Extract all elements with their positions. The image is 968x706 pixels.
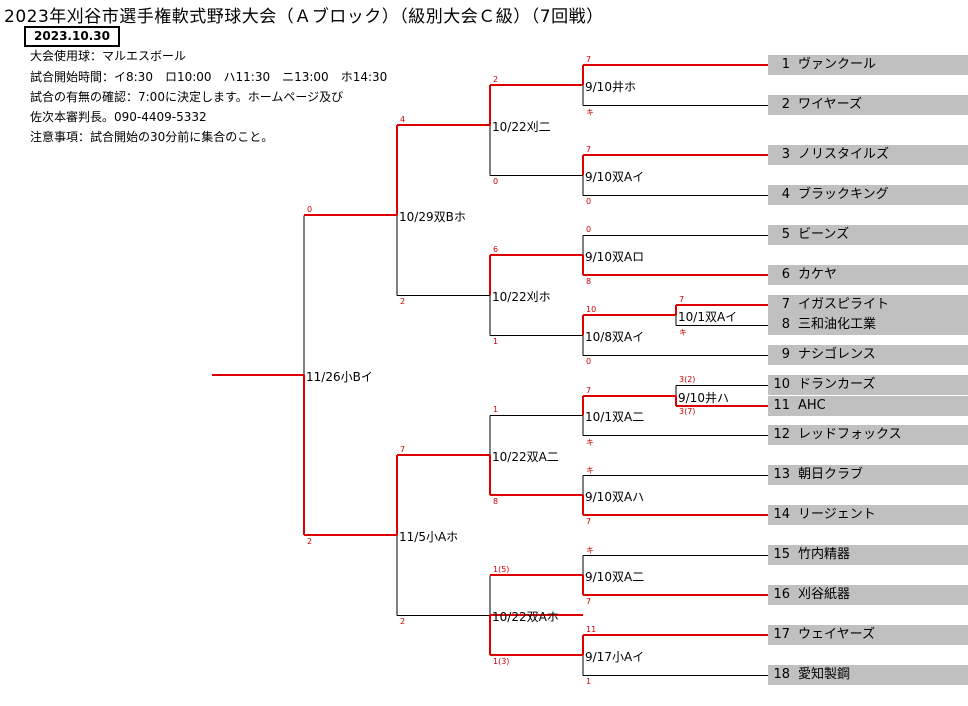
match-label: 10/22刈ホ	[492, 290, 551, 304]
match-label: 9/10井ハ	[678, 391, 729, 405]
score: 4	[400, 115, 406, 124]
score: 7	[679, 295, 685, 304]
score: 2	[307, 537, 313, 546]
info-confirmation: 試合の有無の確認：7:00に決定します。ホームページ及び	[30, 90, 344, 104]
score: 7	[586, 597, 592, 606]
score: 11	[586, 625, 597, 634]
match-label: 9/17小Aイ	[585, 650, 645, 664]
score: 7	[400, 445, 406, 454]
score: 0	[493, 177, 499, 186]
score: 1	[586, 677, 592, 686]
info-ball: 大会使用球：マルエスボール	[30, 49, 187, 63]
final-match-label: 11/26小Bイ	[306, 370, 373, 384]
match-label: 10/1双A二	[585, 410, 645, 424]
match-label: 10/29双Bホ	[399, 210, 466, 224]
date-badge: 2023.10.30	[24, 26, 120, 47]
score: 8	[586, 277, 592, 286]
match-label: 10/22双A二	[492, 450, 559, 464]
match-label: 10/22刈二	[492, 120, 551, 134]
match-label: 11/5小Aホ	[399, 530, 459, 544]
score: 7	[586, 386, 592, 395]
match-label: 10/1双Aイ	[678, 310, 738, 324]
score: キ	[586, 108, 594, 117]
score: キ	[679, 328, 687, 337]
info-notes: 注意事項：試合開始の30分前に集合のこと。	[30, 130, 274, 144]
score: 1	[493, 405, 499, 414]
score: 2	[400, 297, 406, 306]
score: 10	[586, 305, 597, 314]
page-title: 2023年刈谷市選手権軟式野球大会（Ａブロック）（級別大会Ｃ級）（7回戦）	[4, 7, 604, 27]
score: 1(5)	[493, 565, 510, 574]
score: 7	[586, 145, 592, 154]
score: 0	[586, 357, 592, 366]
score: 0	[586, 197, 592, 206]
score: 8	[493, 497, 499, 506]
score: 0	[307, 205, 313, 214]
score: 7	[586, 517, 592, 526]
score: 6	[493, 245, 499, 254]
match-label: 9/10双Aイ	[585, 170, 645, 184]
score: 3(7)	[679, 407, 696, 416]
match-label: 10/8双Aイ	[585, 330, 645, 344]
score: キ	[586, 466, 594, 475]
match-label: 9/10双Aハ	[585, 490, 645, 504]
score: 1	[493, 337, 499, 346]
score: 2	[493, 75, 499, 84]
score: 3(2)	[679, 375, 696, 384]
info-start-times: 試合開始時間：イ8:30 ロ10:00 ハ11:30 ニ13:00 ホ14:30	[30, 70, 388, 84]
score: 1(3)	[493, 657, 510, 666]
match-label: 9/10井ホ	[585, 80, 636, 94]
score: 0	[586, 225, 592, 234]
score: 2	[400, 617, 406, 626]
match-label: 10/22双Aホ	[492, 610, 559, 624]
match-label: 9/10双A二	[585, 570, 645, 584]
score: 7	[586, 55, 592, 64]
info-umpire: 佐次本審判長。090-4409-5332	[30, 110, 207, 124]
score: キ	[586, 438, 594, 447]
score: キ	[586, 546, 594, 555]
match-label: 9/10双Aロ	[585, 250, 645, 264]
